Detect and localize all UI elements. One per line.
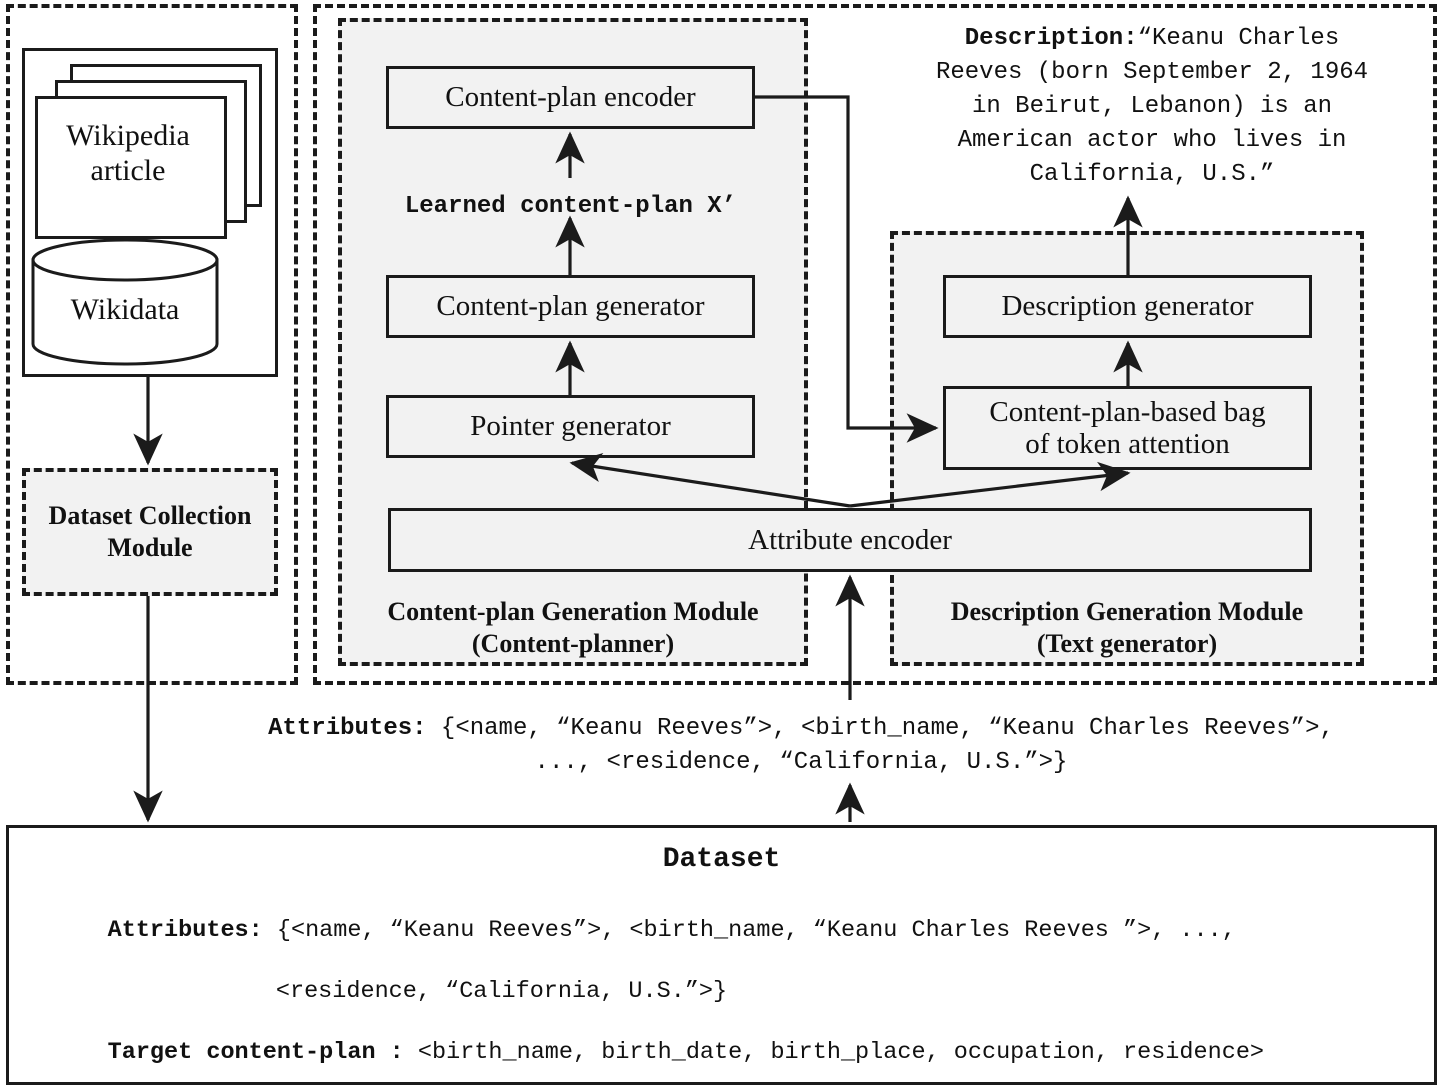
- attribute-encoder-label: Attribute encoder: [748, 523, 952, 556]
- attributes-input-text: Attributes: {<name, “Keanu Reeves”>, <bi…: [170, 712, 1432, 780]
- description-output-line4: American actor who lives in: [957, 127, 1347, 155]
- dataset-row-target-content-plan: Target content-plan : <birth_name, birth…: [9, 1007, 1434, 1092]
- bag-of-token-attention-box: Content-plan-based bag of token attentio…: [943, 386, 1312, 470]
- description-generator-label: Description generator: [1001, 290, 1254, 323]
- dataset-collection-module-line2: Module: [107, 532, 193, 562]
- description-output-line2: Reeves (born September 2, 1964: [935, 59, 1369, 87]
- description-output-line5: California, U.S.”: [1029, 161, 1275, 189]
- content-plan-generator-box: Content-plan generator: [386, 275, 755, 338]
- wikidata-label: Wikidata: [70, 293, 180, 326]
- source-collection-outer-panel: [6, 4, 298, 685]
- bag-of-token-attention-line1: Content-plan-based bag: [989, 395, 1266, 428]
- dataset-collection-module-line1: Dataset Collection: [48, 501, 252, 530]
- attributes-input-line1-rest: {<name, “Keanu Reeves”>, <birth_name, “K…: [426, 715, 1334, 742]
- description-output-text: Description:“Keanu Charles Reeves (born …: [876, 22, 1428, 192]
- bag-of-token-attention-line2: of token attention: [1025, 428, 1230, 460]
- description-output-prefix: Description:: [964, 25, 1138, 52]
- description-module-caption-line1: Description Generation Module: [950, 597, 1304, 626]
- wikipedia-article-label: Wikipedia article: [35, 119, 221, 188]
- dataset-collection-module-label: Dataset Collection Module: [22, 500, 278, 563]
- pointer-generator-box: Pointer generator: [386, 395, 755, 458]
- dataset-row-attributes-key: Attributes:: [107, 916, 263, 944]
- dataset-row-target-content-plan-value: <birth_name, birth_date, birth_place, oc…: [403, 1038, 1265, 1066]
- dataset-panel: Dataset Attributes: {<name, “Keanu Reeve…: [6, 825, 1437, 1085]
- content-plan-encoder-label: Content-plan encoder: [445, 81, 696, 114]
- description-output-line1-rest: “Keanu Charles: [1137, 25, 1340, 52]
- description-module-caption-line2: (Text generator): [1036, 628, 1218, 658]
- description-output-line3: in Beirut, Lebanon) is an: [971, 93, 1333, 121]
- content-plan-module-caption-line2: (Content-planner): [471, 628, 675, 658]
- wikipedia-article-line1: Wikipedia: [66, 119, 190, 152]
- description-output-line1: Description:“Keanu Charles: [876, 22, 1428, 56]
- wikipedia-article-line2: article: [90, 153, 166, 187]
- attributes-input-line1: Attributes: {<name, “Keanu Reeves”>, <bi…: [170, 712, 1432, 746]
- dataset-collection-module: [22, 468, 278, 596]
- wikidata-cylinder: [31, 238, 219, 366]
- content-plan-generator-label: Content-plan generator: [436, 290, 705, 323]
- dataset-row-attributes-continuation: <residence, “California, U.S.”>}: [275, 977, 728, 1005]
- attribute-encoder-box: Attribute encoder: [388, 508, 1312, 572]
- learned-content-plan-label: Learned content-plan X’: [404, 193, 737, 220]
- dataset-row-attributes-value: {<name, “Keanu Reeves”>, <birth_name, “K…: [262, 916, 1236, 944]
- content-plan-encoder-box: Content-plan encoder: [386, 66, 755, 129]
- attributes-input-line2: ..., <residence, “California, U.S.”>}: [534, 749, 1068, 777]
- description-generator-box: Description generator: [943, 275, 1312, 338]
- wikipedia-article-sheet-front: [35, 96, 227, 239]
- dataset-row-attributes: Attributes: {<name, “Keanu Reeves”>, <bi…: [9, 885, 1434, 977]
- dataset-title: Dataset: [662, 844, 781, 875]
- content-plan-module-caption: Content-plan Generation Module (Content-…: [338, 596, 808, 659]
- model-outer-panel: [313, 4, 1437, 685]
- description-module-caption: Description Generation Module (Text gene…: [890, 596, 1364, 659]
- pointer-generator-label: Pointer generator: [470, 410, 671, 443]
- content-plan-module-caption-line1: Content-plan Generation Module: [387, 597, 759, 626]
- dataset-row-target-content-plan-key: Target content-plan :: [107, 1038, 404, 1066]
- attributes-input-prefix: Attributes:: [268, 715, 427, 742]
